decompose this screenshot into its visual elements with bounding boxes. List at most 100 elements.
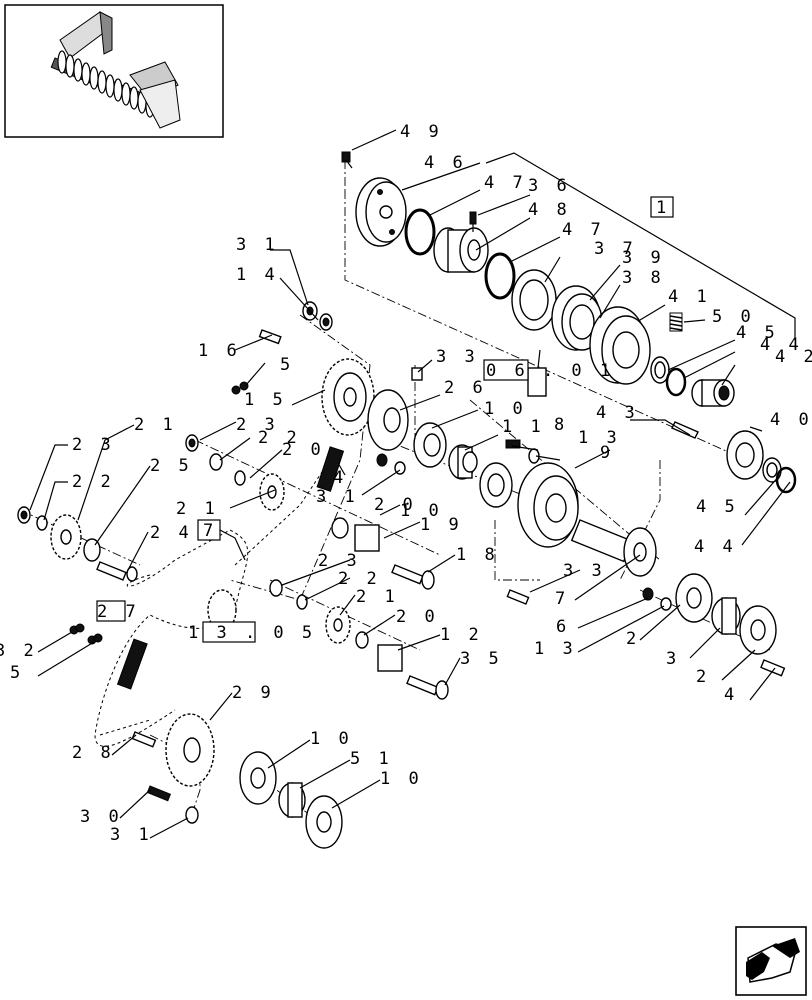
leader-lines (29, 129, 796, 839)
callout-49: 4 9 (400, 122, 443, 142)
callout-43: 4 3 (596, 403, 639, 423)
drive-chain-loop (94, 459, 331, 747)
bolt-4b (760, 659, 786, 677)
callout-36: 3 6 (528, 176, 571, 196)
callout-40: 4 0 (770, 410, 812, 430)
link-32 (69, 623, 85, 635)
roller-bearing-assembly (341, 151, 797, 494)
bolt-33a (411, 367, 423, 381)
callout-29: 2 9 (232, 683, 275, 703)
callouts: 4 9 4 6 4 7 3 6 4 8 4 7 3 7 3 9 3 8 4 1 … (0, 122, 812, 845)
lower-sprocket-group (131, 713, 343, 849)
callout-8: 8 (554, 415, 568, 435)
callout-20a: 2 0 (282, 440, 325, 460)
callout-22c: 2 2 (338, 569, 381, 589)
callout-25: 2 5 (150, 456, 193, 476)
washer-20b (331, 517, 349, 539)
nut-31c (185, 806, 199, 824)
callout-21b: 2 1 (176, 499, 219, 519)
flange-2b (739, 605, 777, 655)
svg-text:7: 7 (203, 521, 217, 541)
callout-48: 4 8 (528, 200, 571, 220)
reference-boxes: 1 7 2 7 1 3 . 0 5 0 6 . 0 1 (96, 196, 674, 643)
hub-48 (433, 227, 489, 273)
chain-4 (316, 446, 345, 492)
callout-51: 5 1 (350, 749, 393, 769)
shaft-7 (570, 519, 657, 577)
washer-22c (296, 594, 308, 610)
nut-6 (642, 587, 654, 601)
bolt-16 (258, 329, 282, 345)
nut-13b (660, 597, 672, 611)
bolt-35 (406, 675, 449, 700)
bearing-51 (278, 782, 306, 818)
bearing-10a (413, 422, 447, 468)
callout-33b: 3 3 (563, 561, 606, 581)
chain-27 (116, 638, 148, 690)
ref-box-1: 1 (650, 196, 674, 218)
washer-22b (209, 453, 223, 471)
callout-15: 1 5 (244, 390, 287, 410)
callout-31a: 3 1 (236, 235, 279, 255)
nut-31b (376, 453, 406, 475)
callout-50: 5 0 (712, 307, 755, 327)
next-page-arrow-icon[interactable] (735, 926, 807, 996)
spring-50 (669, 312, 683, 332)
bearing-3 (711, 597, 741, 635)
ring-44b (775, 466, 797, 494)
bolt-24 (96, 561, 138, 582)
callout-46: 4 6 (424, 153, 467, 173)
ref-box-7: 7 (197, 519, 246, 561)
housing-41 (589, 306, 651, 385)
machine-thumbnail (50, 11, 181, 129)
callout-33a: 3 3 (436, 347, 479, 367)
sprocket-21b (259, 473, 285, 511)
link-5a (231, 381, 249, 395)
callout-10a: 1 0 (484, 399, 527, 419)
callout-30: 3 0 (80, 807, 123, 827)
flange-26 (367, 389, 409, 451)
link-5b (87, 633, 103, 645)
callout-31b: 3 1 (316, 487, 359, 507)
grease-nipple-36 (469, 211, 477, 232)
callout-5a: 5 (280, 355, 294, 375)
callout-13a: 1 3 (578, 428, 621, 448)
key-43 (671, 421, 699, 439)
left-sprocket-group (17, 434, 449, 700)
callout-20c: 2 0 (396, 607, 439, 627)
callout-47b: 4 7 (562, 220, 605, 240)
ring-44a (665, 367, 687, 397)
svg-text:1 3 . 0 5: 1 3 . 0 5 (188, 623, 316, 643)
callout-16: 1 6 (198, 341, 241, 361)
callout-19: 1 9 (420, 515, 463, 535)
callout-32: 3 2 (0, 641, 38, 661)
flange-10c (239, 751, 277, 805)
callout-23b: 2 3 (236, 415, 279, 435)
callout-21c: 2 1 (356, 587, 399, 607)
pin-28 (131, 731, 157, 748)
bolt-49 (341, 151, 353, 169)
callout-13b: 1 3 (534, 639, 577, 659)
callout-9: 9 (600, 443, 614, 463)
svg-text:2 7: 2 7 (97, 602, 140, 622)
callout-10c: 1 0 (310, 729, 353, 749)
callout-45b: 4 5 (696, 497, 739, 517)
tensioner-12 (377, 644, 403, 672)
svg-text:1: 1 (656, 198, 670, 218)
ref-box-0601: 0 6 . 0 1 (483, 359, 610, 381)
flange-10d (305, 795, 343, 849)
callout-10b: 1 0 (400, 501, 443, 521)
callout-35: 3 5 (460, 649, 503, 669)
callout-6: 6 (556, 617, 570, 637)
callout-24: 2 4 (150, 523, 193, 543)
sprocket-29 (165, 713, 215, 787)
callout-23a: 2 3 (72, 435, 115, 455)
callout-38: 3 8 (622, 268, 665, 288)
callout-44a: 4 4 (760, 335, 803, 355)
callout-41: 4 1 (668, 287, 711, 307)
nut-31a (319, 313, 333, 331)
callout-18: 1 8 (456, 545, 499, 565)
callout-26: 2 6 (444, 378, 487, 398)
callout-28: 2 8 (72, 743, 115, 763)
callout-23c: 2 3 (318, 551, 361, 571)
